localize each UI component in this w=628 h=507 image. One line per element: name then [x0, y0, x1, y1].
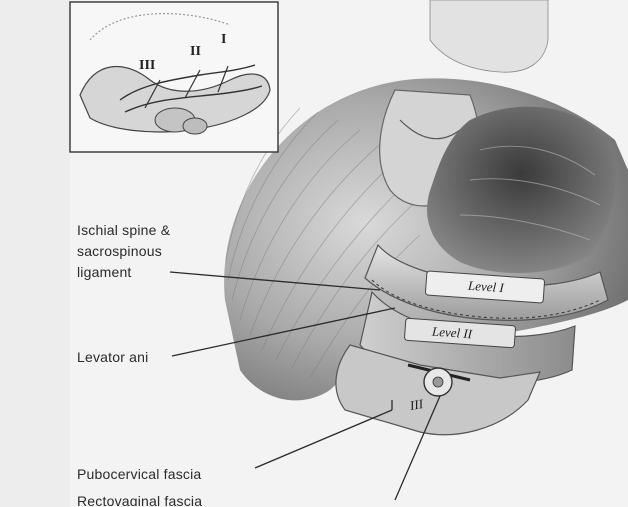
level-ii-tag: Level II: [431, 324, 472, 343]
rectovaginal-fascia-label: Rectovaginal fascia: [77, 493, 202, 506]
ischial-spine-label-line3: ligament: [77, 264, 132, 280]
levator-ani-label: Levator ani: [77, 349, 148, 365]
ischial-spine-label-line2: sacrospinous: [77, 243, 162, 259]
pubocervical-fascia-label: Pubocervical fascia: [77, 466, 201, 482]
inset-level-iii: III: [139, 58, 155, 74]
inset-level-ii: II: [190, 44, 201, 60]
level-iii-tag: III: [409, 396, 425, 414]
ischial-spine-label-line1: Ischial spine &: [77, 222, 170, 238]
level-i-tag: Level I: [467, 278, 504, 296]
inset-level-i: I: [221, 32, 226, 48]
inset-diagram: [70, 2, 278, 152]
